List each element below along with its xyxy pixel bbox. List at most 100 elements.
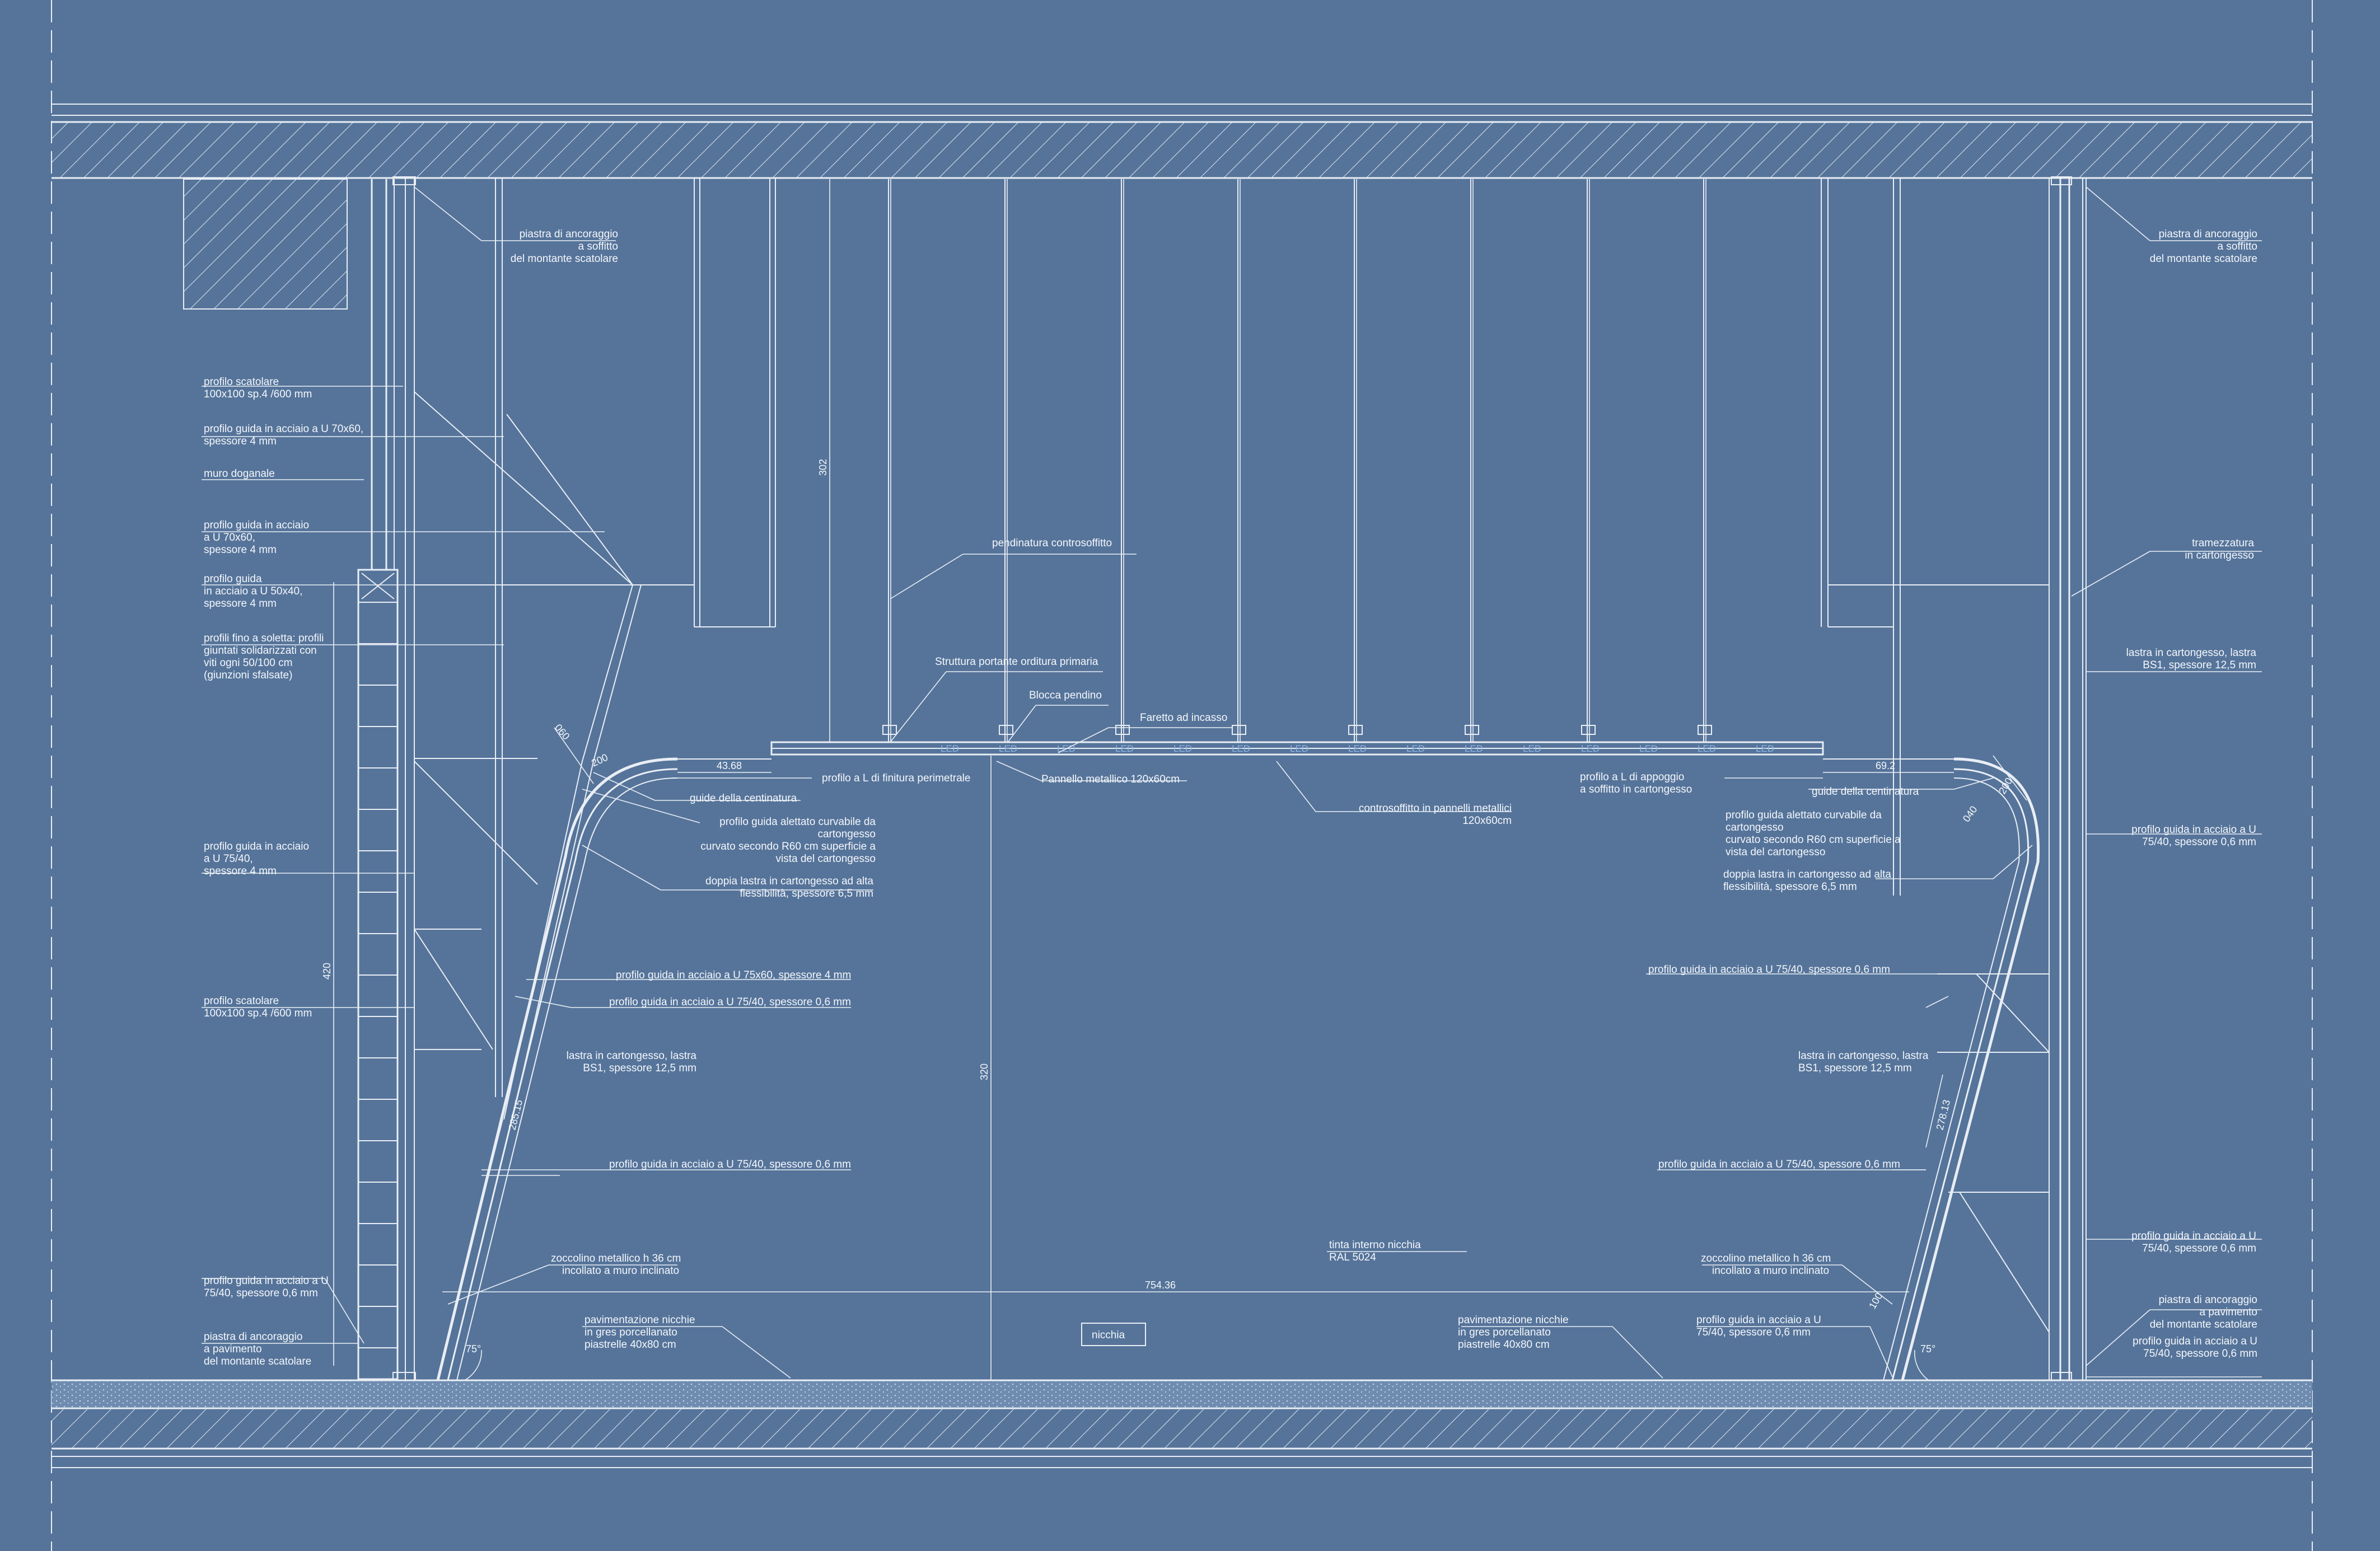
lbl-r0-1: a soffitto bbox=[2218, 241, 2257, 252]
dim-320: 320 bbox=[979, 1063, 990, 1080]
led-fixture: LED bbox=[1173, 743, 1192, 754]
lbl-l5-1: giuntati solidarizzati con bbox=[204, 645, 317, 657]
lbl-ir-75-40-a: profilo guida in acciaio a U 75/40, spes… bbox=[1648, 964, 1890, 976]
lbl-pannello: Pannello metallico 120x60cm bbox=[1041, 774, 1180, 785]
lbl-l9-1: a pavimento bbox=[204, 1343, 262, 1355]
right-framing bbox=[1821, 176, 2087, 1381]
led-fixture: LED bbox=[1465, 743, 1483, 754]
nicchia-label-box bbox=[1081, 1323, 1146, 1346]
led-fixture: LED bbox=[1639, 743, 1658, 754]
lbl-blocca: Blocca pendino bbox=[1029, 690, 1102, 701]
right-curved-wall bbox=[1883, 757, 2040, 1381]
lbl-r5-0: piastra di ancoraggio bbox=[2159, 1294, 2257, 1306]
led-fixture: LED bbox=[999, 743, 1017, 754]
hanger-clamp bbox=[1698, 725, 1712, 735]
ceiling-slab bbox=[52, 121, 2312, 179]
dim-75-right: 75° bbox=[1920, 1343, 1935, 1355]
lbl-l5-0: profili fino a soletta: profili bbox=[204, 632, 324, 644]
lbl-il-alettato-3: vista del cartongesso bbox=[776, 853, 876, 865]
hanger-clamp bbox=[1115, 725, 1130, 735]
lbl-r2-0: lastra in cartongesso, lastra bbox=[2126, 647, 2257, 659]
svg-text:controsoffitto in pannelli met: controsoffitto in pannelli metallici120x… bbox=[1359, 803, 1512, 827]
lbl-faretto: Faretto ad incasso bbox=[1140, 712, 1227, 724]
lbl-l8-0: profilo guida in acciaio a U bbox=[204, 1275, 329, 1287]
svg-text:doppia lastra in cartongesso a: doppia lastra in cartongesso ad altafles… bbox=[705, 875, 873, 899]
left-curved-wall bbox=[436, 757, 678, 1381]
lbl-l9-2: del montante scatolare bbox=[204, 1356, 311, 1367]
svg-text:profilo guida alettato curvabi: profilo guida alettato curvabile dacarto… bbox=[1726, 809, 1901, 858]
lbl-il-zoccolino-1: incollato a muro inclinato bbox=[562, 1265, 679, 1277]
svg-text:doppia lastra in cartongesso a: doppia lastra in cartongesso ad altafles… bbox=[1723, 869, 1891, 893]
lbl-il-doppia-1: flessibilità, spessore 6,5 mm bbox=[740, 888, 873, 899]
lbl-il-centinatura: guide della centinatura bbox=[690, 793, 797, 804]
lbl-ir-appoggio-0: profilo a L di appoggio bbox=[1580, 771, 1684, 783]
lbl-ir-lastra-1: BS1, spessore 12,5 mm bbox=[1798, 1062, 1912, 1074]
lbl-r0-0: piastra di ancoraggio bbox=[2159, 228, 2257, 240]
lbl-r2-1: BS1, spessore 12,5 mm bbox=[2143, 659, 2256, 671]
hanger-clamp bbox=[999, 725, 1013, 735]
lbl-ir-lastra-0: lastra in cartongesso, lastra bbox=[1798, 1050, 1929, 1062]
lbl-il-lastra-1: BS1, spessore 12,5 mm bbox=[583, 1062, 696, 1074]
lbl-il-plate-1: a soffitto bbox=[578, 241, 618, 252]
lbl-ir-alettato-2: curvato secondo R60 cm superficie a bbox=[1726, 834, 1901, 846]
led-fixture: LED bbox=[1348, 743, 1367, 754]
lbl-r6-1: 75/40, spessore 0,6 mm bbox=[2143, 1348, 2257, 1360]
lbl-il-75x60: profilo guida in acciaio a U 75x60, spes… bbox=[616, 969, 851, 981]
dim-200-left: 200 bbox=[590, 752, 610, 769]
led-fixture: LED bbox=[1756, 743, 1774, 754]
lbl-l6-0: profilo guida in acciaio bbox=[204, 841, 309, 852]
lbl-struttura: Struttura portante orditura primaria bbox=[935, 656, 1098, 668]
svg-text:profili fino a soletta: profil: profili fino a soletta: profiligiuntati … bbox=[204, 632, 324, 681]
dim-43-68: 43.68 bbox=[717, 760, 742, 771]
svg-text:profilo guida in acciaio a U75: profilo guida in acciaio a U75/40, spess… bbox=[2131, 824, 2256, 848]
led-fixture: LED bbox=[1523, 743, 1541, 754]
lbl-l2-0: muro doganale bbox=[204, 468, 275, 480]
lbl-r4-1: 75/40, spessore 0,6 mm bbox=[2142, 1243, 2256, 1254]
lbl-r4-0: profilo guida in acciaio a U bbox=[2131, 1230, 2256, 1242]
lbl-l3-2: spessore 4 mm bbox=[204, 544, 277, 556]
lbl-tinta-0: tinta interno nicchia bbox=[1329, 1239, 1421, 1251]
dimension-texts: 302 420 320 43.68 69.2 754.36 285.15 278… bbox=[321, 459, 2014, 1355]
hanger-clamp bbox=[1348, 725, 1363, 735]
svg-text:profilo guida in acciaio a U75: profilo guida in acciaio a U75/40, spess… bbox=[2133, 1336, 2257, 1360]
lbl-il-alettato-1: cartongesso bbox=[817, 828, 876, 840]
left-box-column bbox=[357, 176, 416, 1381]
svg-text:profilo guida in acciaio a U75: profilo guida in acciaio a U75/40, spess… bbox=[204, 1275, 329, 1299]
lbl-il-75-40-a: profilo guida in acciaio a U 75/40, spes… bbox=[609, 996, 851, 1008]
lbl-l8-1: 75/40, spessore 0,6 mm bbox=[204, 1287, 318, 1299]
lbl-r6-0: profilo guida in acciaio a U bbox=[2133, 1336, 2257, 1347]
sheet-frame bbox=[51, 0, 2313, 1551]
dim-75-left: 75° bbox=[466, 1343, 481, 1355]
lbl-il-plate-2: del montante scatolare bbox=[511, 253, 618, 265]
lbl-il-pav-2: piastrelle 40x80 cm bbox=[585, 1339, 676, 1351]
led-fixture: LED bbox=[1232, 743, 1250, 754]
suspension-rods bbox=[882, 179, 1712, 742]
lbl-l7-0: profilo scatolare bbox=[204, 995, 279, 1007]
lbl-ir-pav-2: piastrelle 40x80 cm bbox=[1458, 1339, 1550, 1351]
lbl-ir-floor-0: profilo guida in acciaio a U bbox=[1696, 1314, 1821, 1326]
lbl-r3-1: 75/40, spessore 0,6 mm bbox=[2142, 836, 2256, 848]
lbl-r0-2: del montante scatolare bbox=[2150, 253, 2257, 265]
dim-420: 420 bbox=[321, 963, 333, 980]
lbl-l6-2: spessore 4 mm bbox=[204, 865, 277, 877]
lbl-l0-1: 100x100 sp.4 /600 mm bbox=[204, 388, 312, 400]
lbl-ir-alettato-3: vista del cartongesso bbox=[1726, 846, 1826, 858]
hanger-clamp bbox=[882, 725, 897, 735]
dim-040: 040 bbox=[1961, 804, 1980, 824]
lbl-tinta-1: RAL 5024 bbox=[1329, 1252, 1376, 1263]
lbl-l5-3: (giunzioni sfalsate) bbox=[204, 669, 292, 681]
lbl-il-plate-0: piastra di ancoraggio bbox=[520, 228, 618, 240]
